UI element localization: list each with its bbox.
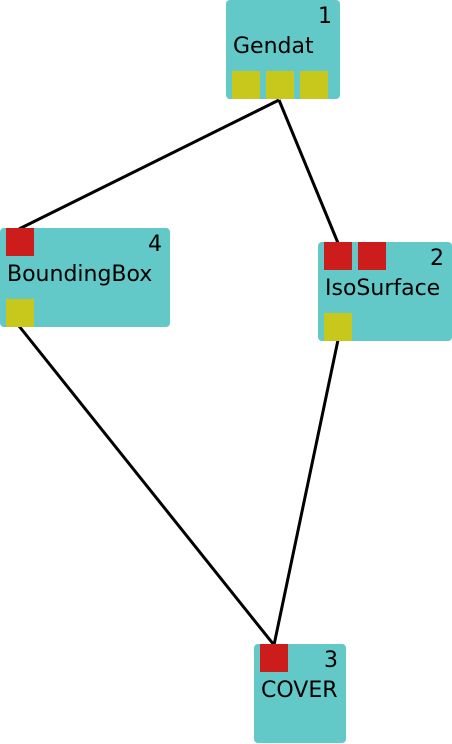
input-port[interactable] bbox=[324, 242, 352, 270]
connection-gendat-boundingbox[interactable] bbox=[18, 98, 280, 231]
module-number: 3 bbox=[324, 648, 338, 673]
module-number: 1 bbox=[318, 4, 332, 29]
output-port[interactable] bbox=[232, 71, 260, 99]
output-port[interactable] bbox=[324, 313, 352, 341]
module-boundingbox[interactable]: 4 BoundingBox bbox=[0, 228, 170, 327]
output-port[interactable] bbox=[6, 299, 34, 327]
input-port[interactable] bbox=[260, 644, 288, 672]
connection-boundingbox-cover[interactable] bbox=[17, 325, 276, 646]
connection-gendat-isosurface[interactable] bbox=[277, 99, 340, 244]
module-title: COVER bbox=[261, 678, 338, 703]
output-port[interactable] bbox=[300, 71, 328, 99]
output-port[interactable] bbox=[266, 71, 294, 99]
input-port[interactable] bbox=[6, 228, 34, 256]
module-isosurface[interactable]: 2 IsoSurface bbox=[318, 242, 452, 341]
module-title: IsoSurface bbox=[325, 276, 441, 301]
module-number: 4 bbox=[148, 232, 162, 257]
module-cover[interactable]: 3 COVER bbox=[254, 644, 346, 743]
module-title: BoundingBox bbox=[7, 262, 153, 287]
module-number: 2 bbox=[430, 246, 444, 271]
module-gendat[interactable]: 1 Gendat bbox=[226, 0, 340, 99]
input-port[interactable] bbox=[358, 242, 386, 270]
connection-isosurface-cover[interactable] bbox=[272, 339, 340, 646]
module-title: Gendat bbox=[233, 34, 314, 59]
